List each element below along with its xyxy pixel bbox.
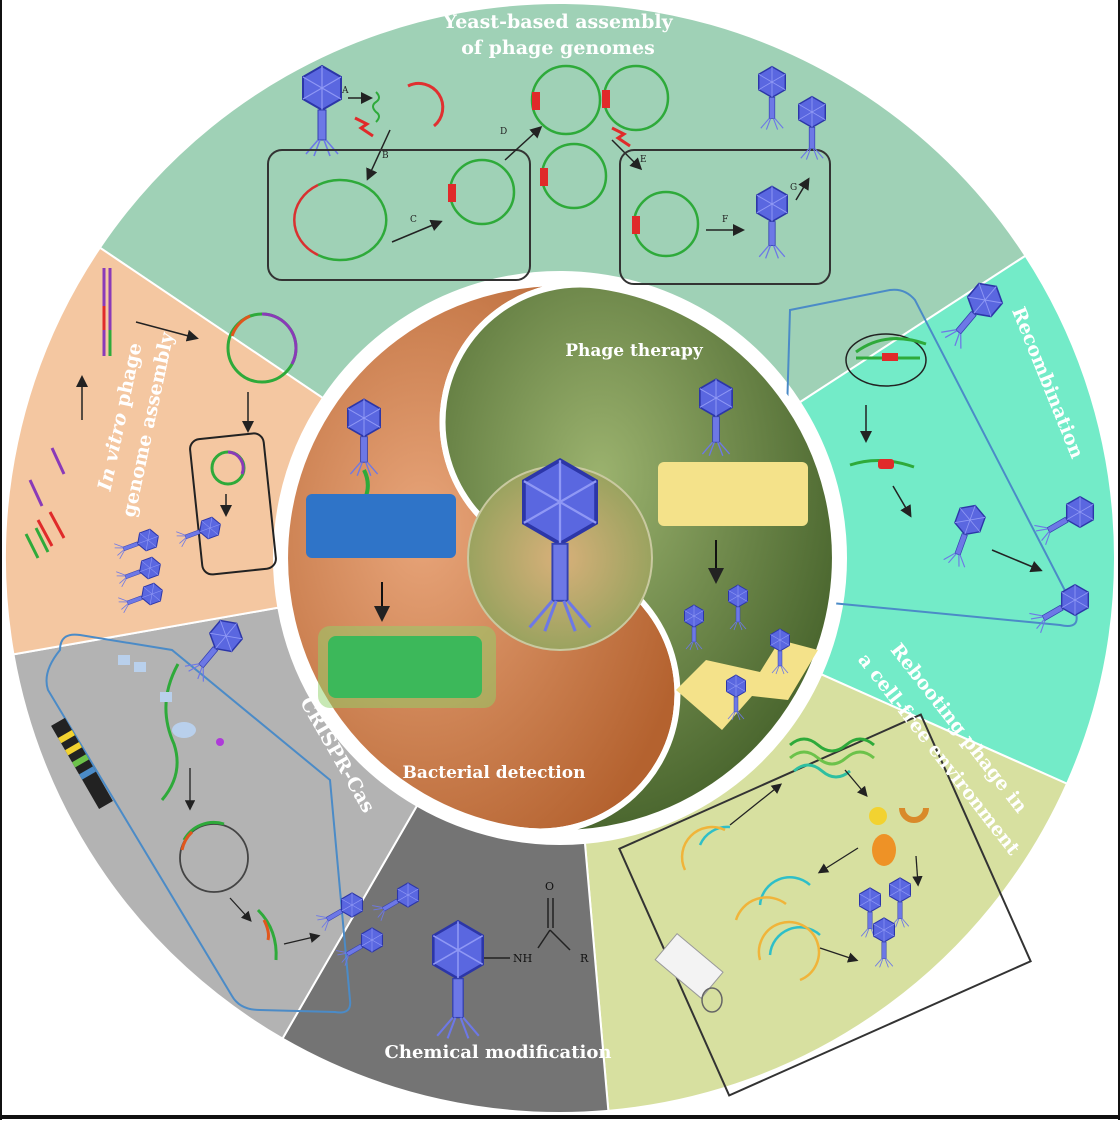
yeast-title-line1: Yeast-based assembly [442, 11, 673, 33]
step-label: D [500, 127, 507, 137]
sector-rebooting [583, 673, 1069, 1112]
bacterium-yellow [658, 462, 808, 526]
step-label: F [722, 215, 728, 225]
o-atom: O [545, 880, 554, 893]
chemical-illustration: NH O R [431, 880, 589, 1040]
step-label: E [640, 155, 647, 165]
step-label: B [382, 151, 389, 161]
in-vitro-illustration [24, 268, 298, 616]
r-group: R [580, 952, 589, 965]
bacterium-blue [306, 494, 456, 558]
lysed-bacterium [676, 640, 818, 730]
bacterium-glowing [328, 636, 482, 698]
crispr-illustration [45, 613, 425, 1014]
chemical-title: Chemical modification [385, 1042, 612, 1063]
nh-atom: NH [513, 952, 532, 965]
step-label: A [341, 86, 349, 96]
step-label: G [790, 183, 797, 193]
sector-in-vitro-assembly [4, 246, 325, 656]
phage-therapy-label: Phage therapy [565, 341, 704, 361]
rebooting-illustration [618, 713, 1032, 1097]
yeast-title-line2: of phage genomes [461, 37, 655, 59]
yeast-illustration: A B C D E F G [267, 64, 831, 285]
bacterial-detection-label: Bacterial detection [403, 763, 586, 783]
step-label: C [410, 215, 417, 225]
central-yin-yang [280, 278, 840, 838]
